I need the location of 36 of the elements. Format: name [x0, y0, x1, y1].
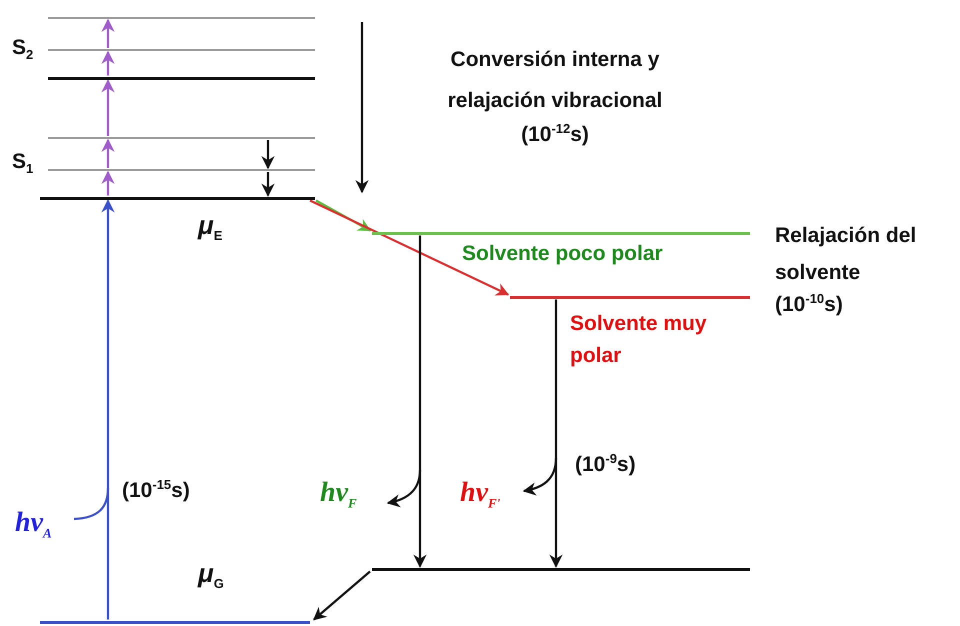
energy-level-line [40, 196, 315, 200]
energy-level-line [510, 296, 750, 298]
dipole-label: μ$_{E}$ [198, 209, 222, 245]
arrow [261, 140, 275, 170]
text-label: Solvente muy polar [570, 311, 708, 368]
arrow [101, 170, 115, 196]
text-label: (10$^{-15}$s) [122, 476, 190, 504]
arrow [261, 172, 275, 197]
photon-label: hν$_{A}$ [15, 506, 52, 542]
text-label: S$_{1}$ [12, 149, 34, 178]
text-label: (10$^{-9}$s) [575, 450, 636, 478]
arrow [315, 200, 372, 232]
energy-level-line [372, 232, 750, 234]
energy-level-line [372, 568, 750, 570]
text-label: (10$^{-12}$s) [520, 120, 590, 148]
arrow [101, 50, 115, 76]
energy-level-line [48, 76, 315, 80]
energy-level-line [48, 49, 315, 51]
arrow [413, 236, 427, 568]
energy-level-line [48, 17, 315, 19]
arrow [101, 79, 115, 136]
arrow [101, 199, 115, 620]
arrow [101, 138, 115, 168]
dipole-label: μ$_{G}$ [198, 557, 224, 593]
energy-level-line [40, 620, 310, 624]
arrow [101, 18, 115, 48]
text-label: (10$^{-10}$s) [775, 290, 843, 318]
photon-label: hν$_{F}$ [320, 476, 357, 512]
text-label: S$_{2}$ [12, 35, 34, 64]
text-label: Solvente poco polar [462, 241, 663, 267]
arrow [549, 300, 563, 568]
energy-level-line [48, 169, 315, 171]
energy-level-line [48, 137, 315, 139]
arrow [310, 200, 510, 296]
arrow [313, 570, 371, 620]
photon-label: hν$_{F'}$ [460, 476, 500, 512]
